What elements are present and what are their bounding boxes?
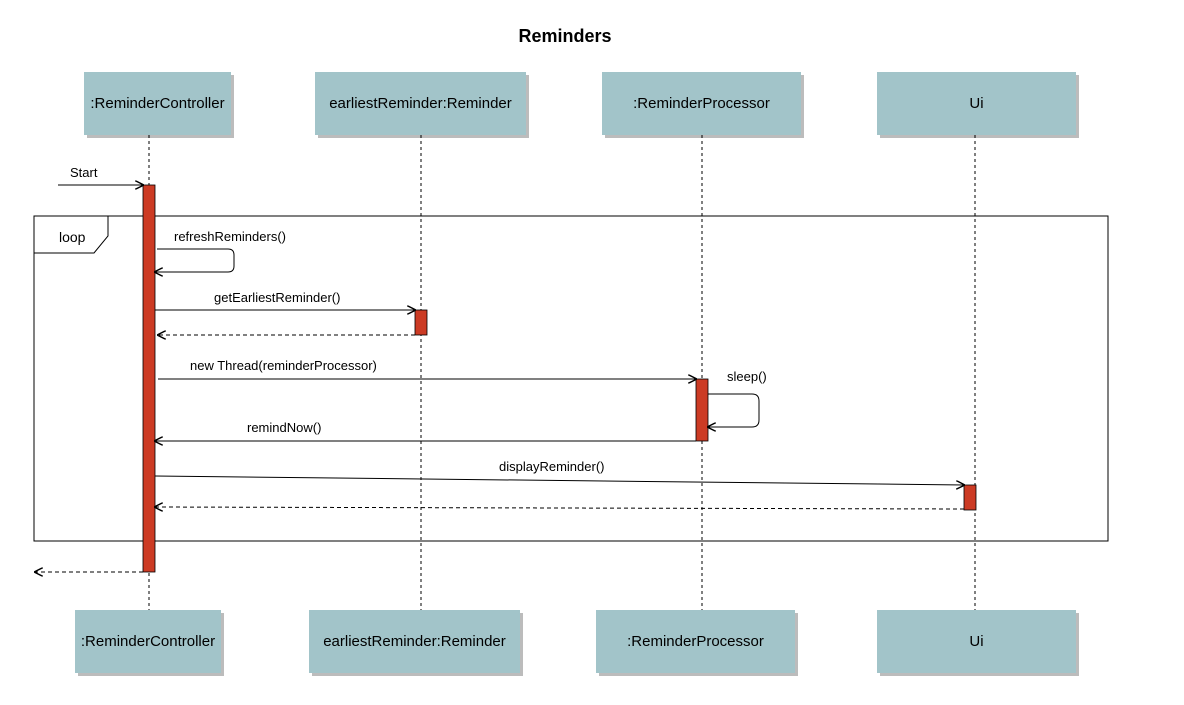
display-reminder-label: displayReminder() (499, 459, 604, 474)
lifeline-head-earliest-reminder: earliestReminder:Reminder (315, 72, 526, 135)
lifeline-head-reminder-processor: :ReminderProcessor (602, 72, 801, 135)
lifeline-foot-reminder-controller: :ReminderController (75, 610, 221, 673)
display-reminder-return (155, 507, 965, 509)
activation-reminder-controller (142, 184, 156, 573)
diagram-title: Reminders (518, 26, 612, 46)
refresh-reminders-arrow (155, 248, 235, 272)
lifeline-foot-reminder-processor: :ReminderProcessor (596, 610, 795, 673)
get-earliest-reminder-label: getEarliestReminder() (214, 290, 340, 305)
loop-label: loop (59, 229, 86, 245)
lifeline-head-reminder-controller: :ReminderController (84, 72, 231, 135)
new-thread-label: new Thread(reminderProcessor) (190, 358, 377, 373)
activation-ui (963, 484, 977, 511)
sleep-arrow (708, 393, 760, 427)
loop-fragment-tab (34, 215, 109, 254)
remind-now-label: remindNow() (247, 420, 321, 435)
activation-earliest-reminder (414, 309, 428, 336)
loop-fragment (33, 215, 1109, 542)
lifeline-foot-ui: Ui (877, 610, 1076, 673)
lifeline-foot-earliest-reminder: earliestReminder:Reminder (309, 610, 520, 673)
sleep-label: sleep() (727, 369, 767, 384)
refresh-reminders-label: refreshReminders() (174, 229, 286, 244)
activation-reminder-processor (695, 378, 709, 442)
display-reminder-arrow (154, 475, 964, 485)
start-label: Start (70, 165, 98, 180)
lifeline-head-ui: Ui (877, 72, 1076, 135)
